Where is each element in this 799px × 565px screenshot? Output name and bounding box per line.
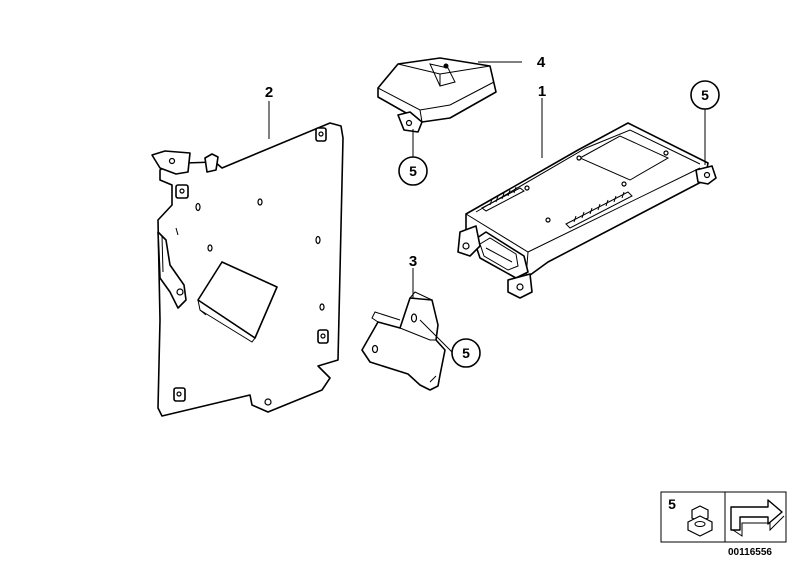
part-2-bracket [151, 122, 344, 417]
part-4-antenna-module [377, 57, 497, 133]
arrow-icon [730, 499, 785, 537]
callout-5-module: 5 [690, 80, 720, 110]
callout-5-bracket: 5 [451, 338, 481, 368]
part-1-control-module [457, 122, 717, 299]
callout-4: 4 [537, 54, 546, 71]
legend-box: 5 00116556 [660, 491, 787, 558]
document-id: 00116556 [728, 547, 772, 558]
callout-5-c: 5 [462, 345, 470, 361]
callout-3: 3 [409, 253, 417, 270]
callout-5-b: 5 [409, 163, 417, 179]
leader-lines [268, 61, 706, 354]
legend-item-number: 5 [668, 496, 676, 512]
nut-icon [687, 505, 713, 537]
part-3-small-bracket [361, 291, 446, 391]
callout-2: 2 [265, 84, 273, 101]
callout-5-antenna: 5 [398, 156, 428, 186]
callout-1: 1 [538, 83, 546, 100]
callout-5-a: 5 [701, 87, 709, 103]
